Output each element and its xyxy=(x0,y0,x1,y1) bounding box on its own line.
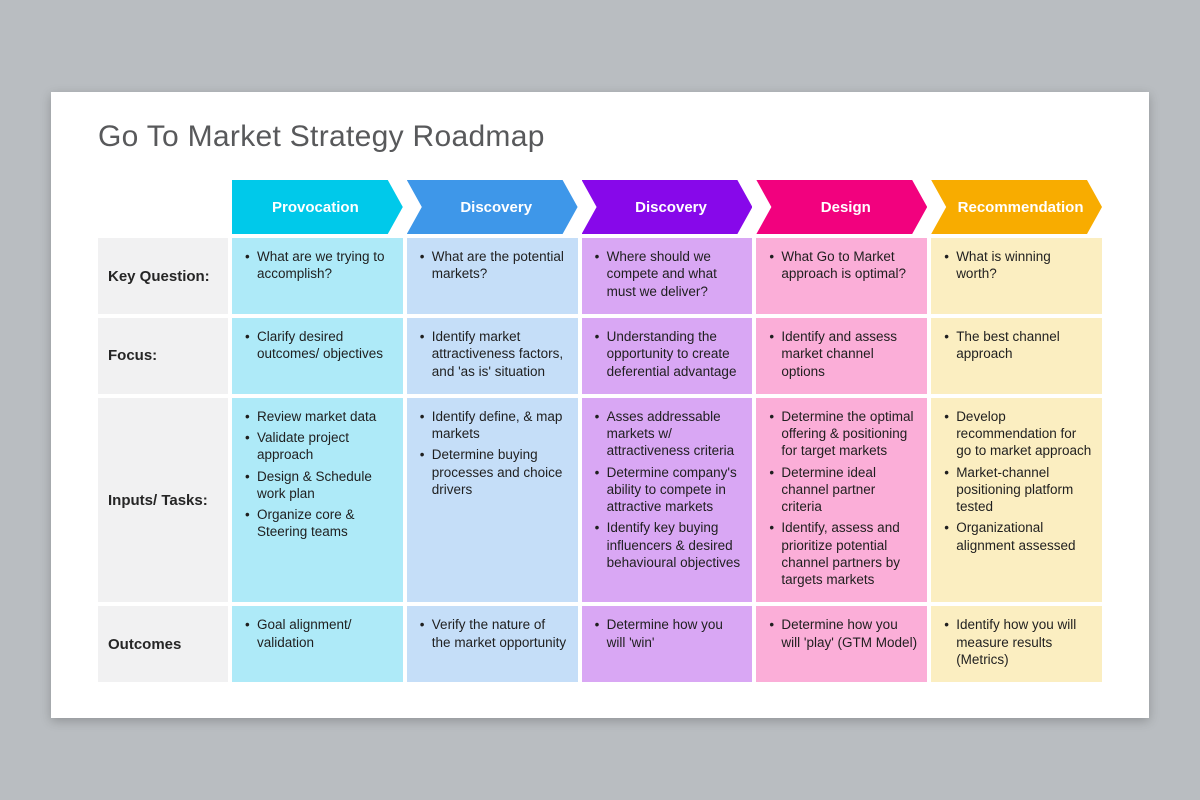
cell-focus-recommendation: The best channel approach xyxy=(931,318,1102,394)
bullet-item: What Go to Market approach is optimal? xyxy=(768,248,917,283)
cell-inputs-tasks-recommendation: Develop recommendation for go to market … xyxy=(931,397,1102,603)
cell-key-question-design: What Go to Market approach is optimal? xyxy=(756,238,928,314)
row-label-inputs-tasks: Inputs/ Tasks: xyxy=(98,397,228,603)
bullet-item: Validate project approach xyxy=(244,429,393,464)
bullet-list: The best channel approach xyxy=(943,328,1092,363)
cell-focus-discovery-1: Identify market attractiveness factors, … xyxy=(406,318,578,394)
bullet-item: Identify key buying influencers & desire… xyxy=(594,519,743,571)
bullet-item: Determine ideal channel partner criteria xyxy=(768,464,917,516)
bullet-item: Identify and assess market channel optio… xyxy=(768,328,917,380)
bullet-item: Organizational alignment assessed xyxy=(943,519,1092,554)
column-header-label: Discovery xyxy=(460,198,533,216)
bullet-item: What are we trying to accomplish? xyxy=(244,248,393,283)
bullet-item: The best channel approach xyxy=(943,328,1092,363)
bullet-item: Design & Schedule work plan xyxy=(244,468,393,503)
bullet-list: What are we trying to accomplish? xyxy=(244,248,393,283)
bullet-item: Determine buying processes and choice dr… xyxy=(419,446,568,498)
cell-outcomes-design: Determine how you will 'play' (GTM Model… xyxy=(756,606,928,683)
row-label-key-question: Key Question: xyxy=(98,238,228,314)
bullet-item: Goal alignment/ validation xyxy=(244,616,393,651)
bullet-list: What Go to Market approach is optimal? xyxy=(768,248,917,283)
bullet-item: Identify, assess and prioritize potentia… xyxy=(768,519,917,588)
cell-key-question-recommendation: What is winning worth? xyxy=(931,238,1102,314)
cell-focus-design: Identify and assess market channel optio… xyxy=(756,318,928,394)
bullet-list: Asses addressable markets w/ attractiven… xyxy=(594,408,743,571)
cell-key-question-discovery-1: What are the potential markets? xyxy=(406,238,578,314)
cell-outcomes-discovery-2: Determine how you will 'win' xyxy=(581,606,753,683)
bullet-item: What is winning worth? xyxy=(943,248,1092,283)
cell-key-question-discovery-2: Where should we compete and what must we… xyxy=(581,238,753,314)
bullet-list: Identify market attractiveness factors, … xyxy=(419,328,568,380)
cell-focus-discovery-2: Understanding the opportunity to create … xyxy=(581,318,753,394)
bullet-list: What are the potential markets? xyxy=(419,248,568,283)
bullet-item: Understanding the opportunity to create … xyxy=(594,328,743,380)
cell-inputs-tasks-discovery-1: Identify define, & map markets Determine… xyxy=(406,397,578,603)
row-label-focus: Focus: xyxy=(98,318,228,394)
bullet-item: Review market data xyxy=(244,408,393,426)
slide-card: Go To Market Strategy Roadmap Provocatio… xyxy=(51,92,1149,719)
cell-inputs-tasks-provocation: Review market data Validate project appr… xyxy=(232,397,403,603)
bullet-item: Organize core & Steering teams xyxy=(244,506,393,541)
bullet-item: Asses addressable markets w/ attractiven… xyxy=(594,408,743,460)
bullet-list: Verify the nature of the market opportun… xyxy=(419,616,568,651)
bullet-item: Identify how you will measure results (M… xyxy=(943,616,1092,668)
bullet-item: Where should we compete and what must we… xyxy=(594,248,743,300)
cell-outcomes-provocation: Goal alignment/ validation xyxy=(232,606,403,683)
bullet-list: Identify how you will measure results (M… xyxy=(943,616,1092,668)
column-header-label: Provocation xyxy=(272,198,359,216)
column-header-label: Recommendation xyxy=(957,198,1084,216)
bullet-list: Determine how you will 'play' (GTM Model… xyxy=(768,616,917,651)
bullet-item: What are the potential markets? xyxy=(419,248,568,283)
bullet-list: Where should we compete and what must we… xyxy=(594,248,743,300)
column-header-recommendation: Recommendation xyxy=(931,180,1102,234)
bullet-item: Determine how you will 'play' (GTM Model… xyxy=(768,616,917,651)
cell-outcomes-discovery-1: Verify the nature of the market opportun… xyxy=(406,606,578,683)
cell-outcomes-recommendation: Identify how you will measure results (M… xyxy=(931,606,1102,683)
bullet-item: Verify the nature of the market opportun… xyxy=(419,616,568,651)
bullet-item: Determine company's ability to compete i… xyxy=(594,464,743,516)
bullet-item: Develop recommendation for go to market … xyxy=(943,408,1092,460)
row-label-outcomes: Outcomes xyxy=(98,606,228,683)
cell-key-question-provocation: What are we trying to accomplish? xyxy=(232,238,403,314)
bullet-list: Identify and assess market channel optio… xyxy=(768,328,917,380)
cell-inputs-tasks-discovery-2: Asses addressable markets w/ attractiven… xyxy=(581,397,753,603)
corner-spacer xyxy=(98,180,228,234)
bullet-list: Identify define, & map markets Determine… xyxy=(419,408,568,498)
bullet-list: Goal alignment/ validation xyxy=(244,616,393,651)
column-header-label: Discovery xyxy=(635,198,707,216)
bullet-list: Determine how you will 'win' xyxy=(594,616,743,651)
roadmap-table: Provocation Discovery Discovery Design R… xyxy=(98,180,1102,683)
cell-focus-provocation: Clarify desired outcomes/ objectives xyxy=(232,318,403,394)
column-header-discovery-2: Discovery xyxy=(582,180,753,234)
column-header-discovery-1: Discovery xyxy=(407,180,578,234)
bullet-list: What is winning worth? xyxy=(943,248,1092,283)
column-header-design: Design xyxy=(756,180,927,234)
bullet-item: Determine how you will 'win' xyxy=(594,616,743,651)
bullet-list: Clarify desired outcomes/ objectives xyxy=(244,328,393,363)
bullet-list: Understanding the opportunity to create … xyxy=(594,328,743,380)
column-header-label: Design xyxy=(820,198,871,216)
cell-inputs-tasks-design: Determine the optimal offering & positio… xyxy=(756,397,928,603)
bullet-item: Market-channel positioning platform test… xyxy=(943,464,1092,516)
page-title: Go To Market Strategy Roadmap xyxy=(98,120,545,153)
bullet-list: Review market data Validate project appr… xyxy=(244,408,393,541)
bullet-list: Develop recommendation for go to market … xyxy=(943,408,1092,554)
bullet-item: Identify define, & map markets xyxy=(419,408,568,443)
bullet-item: Determine the optimal offering & positio… xyxy=(768,408,917,460)
bullet-item: Clarify desired outcomes/ objectives xyxy=(244,328,393,363)
column-header-provocation: Provocation xyxy=(232,180,403,234)
bullet-list: Determine the optimal offering & positio… xyxy=(768,408,917,589)
bullet-item: Identify market attractiveness factors, … xyxy=(419,328,568,380)
